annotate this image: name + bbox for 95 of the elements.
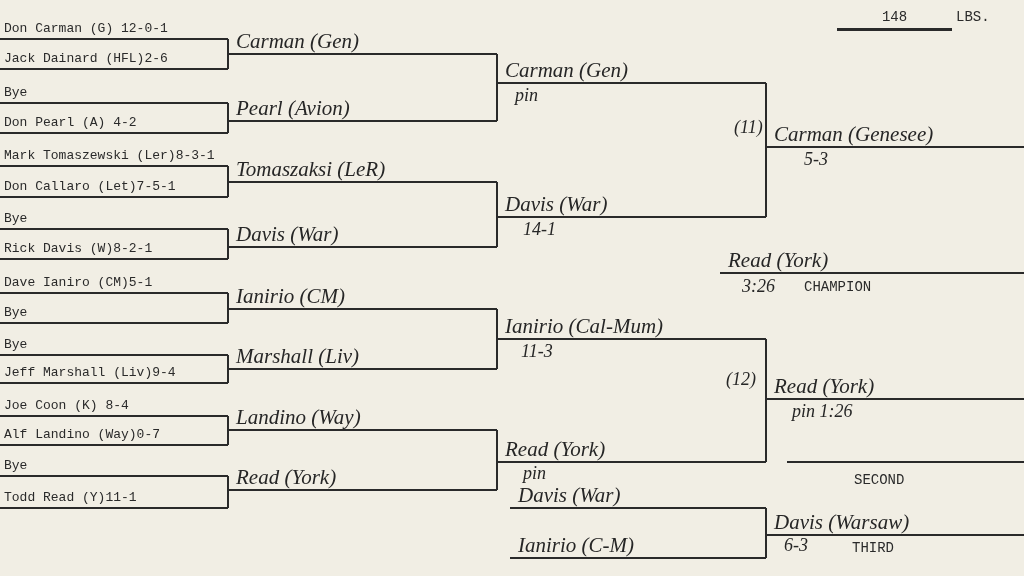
wrestler-entry: Bye (4, 211, 28, 228)
wrestler-entry: Bye (4, 85, 28, 102)
wrestler-entry: Dave Ianiro (CM)5-1 (4, 275, 153, 292)
bracket-slot (0, 240, 228, 260)
bracket-line (227, 308, 229, 324)
bracket-slot (0, 397, 228, 417)
weight-class-value: 148 (837, 6, 952, 31)
wrestler-entry: Todd Read (Y)11-1 (4, 490, 137, 507)
winner-name: Read (York) (774, 374, 875, 398)
wrestler-entry: Bye (4, 305, 28, 322)
match-note: pin 1:26 (792, 401, 853, 421)
match-note: (11) (734, 117, 763, 137)
match-note: 14-1 (523, 219, 556, 239)
winner-name: Tomaszaksi (LeR) (236, 157, 386, 181)
match-note: 11-3 (521, 341, 553, 361)
bracket-line (765, 146, 767, 218)
bracket-slot (0, 364, 228, 384)
bracket-slot (0, 336, 228, 356)
match-note: 6-3 (784, 535, 808, 555)
bracket-line (496, 181, 498, 218)
wrestler-entry: Rick Davis (W)8-2-1 (4, 241, 153, 258)
bracket-line (227, 165, 229, 183)
bracket-line (496, 53, 498, 84)
bracket-line (227, 120, 229, 134)
bracket-slot (0, 210, 228, 230)
bracket-line (496, 82, 498, 122)
weight-unit: LBS. (956, 8, 990, 27)
bracket-line (227, 38, 229, 55)
winner-name: Carman (Gen) (505, 58, 629, 82)
winner-name: Pearl (Avion) (236, 96, 350, 120)
match-note: pin (523, 463, 546, 483)
match-note: (12) (726, 369, 756, 389)
wrestler-entry: Don Callaro (Let)7-5-1 (4, 179, 176, 196)
place-label: CHAMPION (804, 278, 872, 296)
bracket-line (765, 534, 767, 559)
bracket-line (227, 475, 229, 491)
winner-name: Read (York) (236, 465, 337, 489)
bracket-slot (0, 178, 228, 198)
winner-name: Ianirio (Cal-Mum) (505, 314, 664, 338)
bracket-slot (0, 20, 228, 40)
bracket-slot (0, 457, 228, 477)
match-note: pin (515, 85, 538, 105)
bracket-slot (0, 147, 228, 167)
bracket-line (496, 308, 498, 340)
winner-name: Davis (Warsaw) (774, 510, 910, 534)
wrestler-entry: Jeff Marshall (Liv)9-4 (4, 365, 176, 382)
bracket-line (765, 507, 767, 536)
bracket-slot (0, 274, 228, 294)
wrestler-entry: Don Pearl (A) 4-2 (4, 115, 137, 132)
bracket-line (227, 489, 229, 509)
bracket-line (227, 354, 229, 370)
bracket-line (227, 53, 229, 70)
winner-name: Carman (Gen) (236, 29, 360, 53)
wrestler-entry: Bye (4, 458, 28, 475)
bracket-slot (0, 50, 228, 70)
wrestler-entry: Jack Dainard (HFL)2-6 (4, 51, 168, 68)
bracket-slot (0, 426, 228, 446)
match-note: 3:26 (742, 276, 775, 296)
wrestler-entry: Alf Landino (Way)0-7 (4, 427, 161, 444)
bracket-line (496, 338, 498, 370)
winner-name: Davis (War) (505, 192, 608, 216)
wrestler-entry: Mark Tomaszewski (Ler)8-3-1 (4, 148, 215, 165)
winner-name: Davis (War) (236, 222, 339, 246)
place-label: SECOND (854, 471, 905, 489)
winner-name: Ianirio (C-M) (518, 533, 635, 557)
bracket-line (496, 461, 498, 491)
bracket-slot (0, 304, 228, 324)
bracket-slot (0, 489, 228, 509)
wrestler-entry: Joe Coon (K) 8-4 (4, 398, 129, 415)
bracket-line (227, 292, 229, 310)
bracket-line (765, 398, 767, 463)
winner-name: Marshall (Liv) (236, 344, 360, 368)
winner-name: Carman (Genesee) (774, 122, 934, 146)
bracket-line (227, 102, 229, 122)
place-label: THIRD (852, 539, 894, 557)
bracket-line (227, 368, 229, 384)
bracket-line (227, 429, 229, 446)
bracket-line (765, 82, 767, 148)
wrestler-entry: Don Carman (G) 12-0-1 (4, 21, 168, 38)
bracket-slot (0, 114, 228, 134)
bracket-line (496, 429, 498, 463)
bracket-line (765, 338, 767, 400)
bracket-line (227, 415, 229, 431)
winner-name: Davis (War) (518, 483, 621, 507)
bracket-line (227, 246, 229, 260)
winner-name: Read (York) (505, 437, 606, 461)
bracket-slot (0, 84, 228, 104)
bracket-line (227, 181, 229, 198)
bracket-line (496, 216, 498, 248)
bracket-line (227, 228, 229, 248)
winner-name: Ianirio (CM) (236, 284, 346, 308)
wrestler-entry: Bye (4, 337, 28, 354)
winner-name: Landino (Way) (236, 405, 361, 429)
match-note: 5-3 (804, 149, 828, 169)
winner-name: Read (York) (728, 248, 829, 272)
